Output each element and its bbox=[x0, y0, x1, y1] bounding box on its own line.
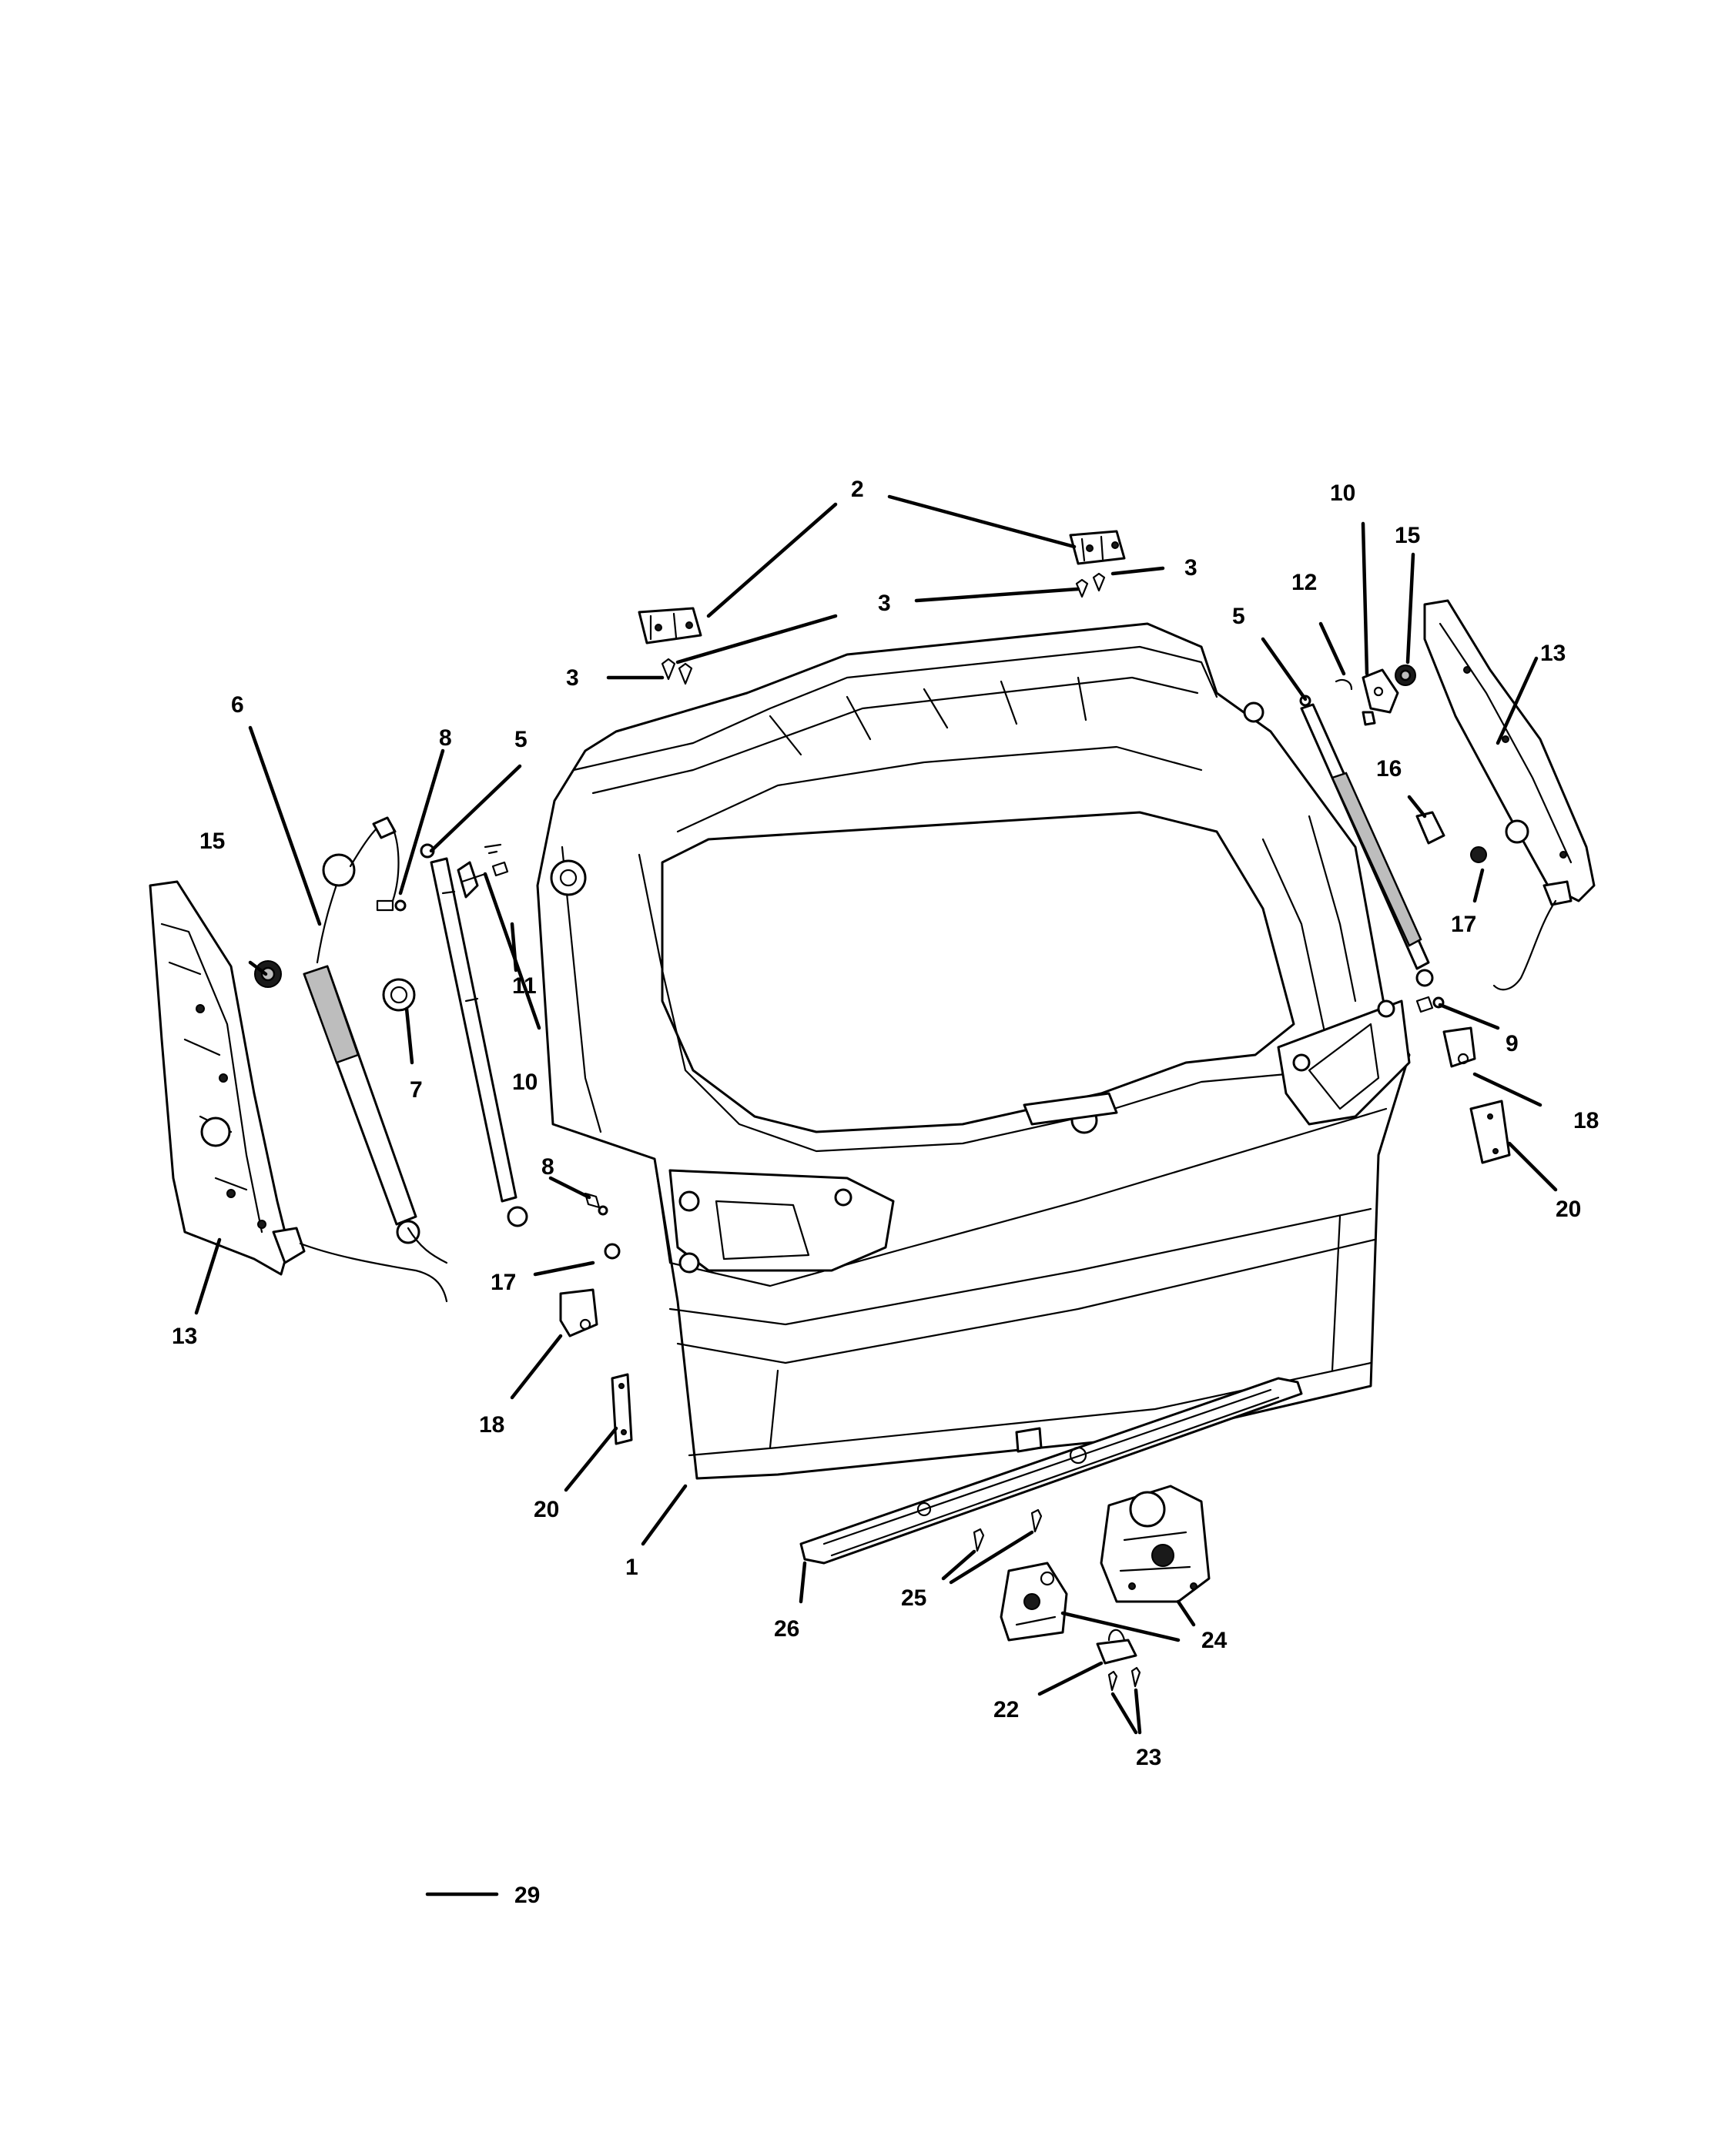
callout-11: 11 bbox=[512, 973, 537, 999]
callout-25: 25 bbox=[901, 1585, 926, 1611]
grommet-7 bbox=[382, 978, 416, 1012]
bracket-10-right bbox=[1362, 668, 1399, 726]
clip-12 bbox=[1335, 678, 1353, 691]
hinge-left bbox=[638, 607, 702, 644]
bumper-16 bbox=[1415, 811, 1445, 845]
callout-18-right: 18 bbox=[1573, 1108, 1599, 1133]
callout-20-right: 20 bbox=[1556, 1197, 1581, 1222]
gas-strut-left bbox=[420, 843, 528, 1227]
callout-29: 29 bbox=[514, 1883, 540, 1908]
callout-13-right: 13 bbox=[1540, 641, 1566, 666]
screws-25 bbox=[973, 1508, 1043, 1552]
callout-8-top: 8 bbox=[439, 725, 452, 751]
callout-3-left: 3 bbox=[566, 665, 579, 691]
leader-lines bbox=[194, 494, 1558, 1897]
bump-stop-18-left bbox=[559, 1288, 598, 1337]
nut-17-mid bbox=[604, 1243, 621, 1260]
callout-8-mid: 8 bbox=[541, 1154, 554, 1180]
callout-6: 6 bbox=[231, 692, 244, 718]
gas-strut-right bbox=[1299, 695, 1434, 987]
trim-panel-right bbox=[1423, 599, 1596, 991]
ball-stud-8-left bbox=[376, 899, 407, 912]
liftgate-panel bbox=[536, 622, 1411, 1480]
ball-stud-8-mid bbox=[584, 1192, 608, 1216]
grommet-15-left bbox=[254, 960, 282, 988]
callout-5-right: 5 bbox=[1232, 604, 1245, 629]
power-strut-left bbox=[303, 816, 448, 1264]
bracket-10-left bbox=[457, 861, 487, 899]
grommet-15-right bbox=[1395, 665, 1416, 686]
callout-20-left: 20 bbox=[534, 1497, 559, 1522]
striker-plate-20-left bbox=[611, 1373, 633, 1445]
latch-24-right bbox=[1100, 1485, 1211, 1603]
callout-17-right: 17 bbox=[1451, 912, 1476, 937]
callout-9: 9 bbox=[1506, 1031, 1519, 1056]
callout-2: 2 bbox=[851, 477, 864, 502]
callout-16: 16 bbox=[1376, 756, 1402, 782]
bump-stop-18-right bbox=[1442, 1026, 1476, 1068]
screws-23 bbox=[1107, 1666, 1141, 1692]
striker-22 bbox=[1096, 1629, 1137, 1665]
callout-1: 1 bbox=[625, 1555, 638, 1580]
handle-bar-26 bbox=[799, 1377, 1303, 1565]
callout-18-left: 18 bbox=[479, 1412, 504, 1438]
callout-15-right: 15 bbox=[1395, 523, 1420, 548]
striker-plate-20-right bbox=[1469, 1100, 1511, 1164]
callout-10-left: 10 bbox=[512, 1070, 538, 1095]
callout-22: 22 bbox=[993, 1697, 1019, 1722]
callout-26: 26 bbox=[774, 1616, 799, 1642]
callout-7: 7 bbox=[410, 1077, 423, 1103]
callout-10-right: 10 bbox=[1330, 480, 1355, 506]
callout-24: 24 bbox=[1201, 1628, 1228, 1653]
callout-labels: 1 2 3 3 3 5 5 6 7 8 8 9 10 10 11 12 13 1… bbox=[172, 477, 1599, 1908]
bolt-11 bbox=[484, 843, 509, 877]
nut-17-right bbox=[1470, 846, 1487, 863]
hinge-bolts bbox=[661, 572, 1106, 685]
callout-17-left: 17 bbox=[491, 1270, 516, 1295]
callout-23: 23 bbox=[1136, 1745, 1161, 1770]
callout-3-right: 3 bbox=[1184, 555, 1197, 581]
hinge-right bbox=[1069, 530, 1126, 565]
callout-15-left: 15 bbox=[199, 829, 225, 854]
callout-12: 12 bbox=[1291, 570, 1317, 595]
callout-5-left: 5 bbox=[514, 727, 528, 752]
latch-24-left bbox=[1000, 1562, 1068, 1642]
callout-3-center: 3 bbox=[878, 591, 891, 616]
trim-panel-left bbox=[149, 880, 448, 1303]
callout-13-left: 13 bbox=[172, 1324, 197, 1349]
